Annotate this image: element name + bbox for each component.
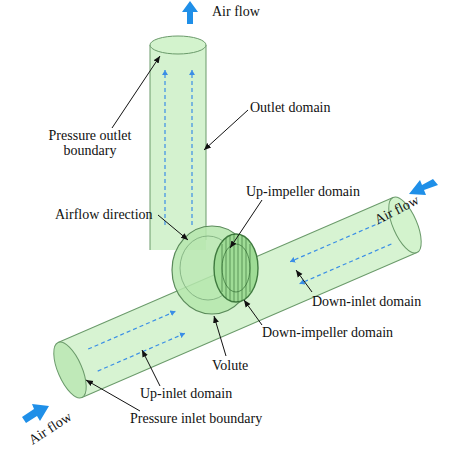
flow-label: Air flow xyxy=(212,4,260,19)
part-label: Airflow direction xyxy=(55,207,153,222)
inlet-pipe xyxy=(47,193,428,403)
part-label: Down-impeller domain xyxy=(262,325,393,340)
part-label: Up-impeller domain xyxy=(246,184,360,199)
flow-arrows xyxy=(22,1,438,423)
boundary-label: Pressure outlet boundary xyxy=(40,128,140,158)
part-label: Up-inlet domain xyxy=(140,386,232,401)
boundary-label: Pressure inlet boundary xyxy=(130,411,262,426)
part-label: Volute xyxy=(212,358,248,373)
part-label: Outlet domain xyxy=(250,100,331,115)
part-label: Down-inlet domain xyxy=(312,294,421,309)
impeller xyxy=(214,234,258,302)
outlet-pipe xyxy=(150,36,206,250)
